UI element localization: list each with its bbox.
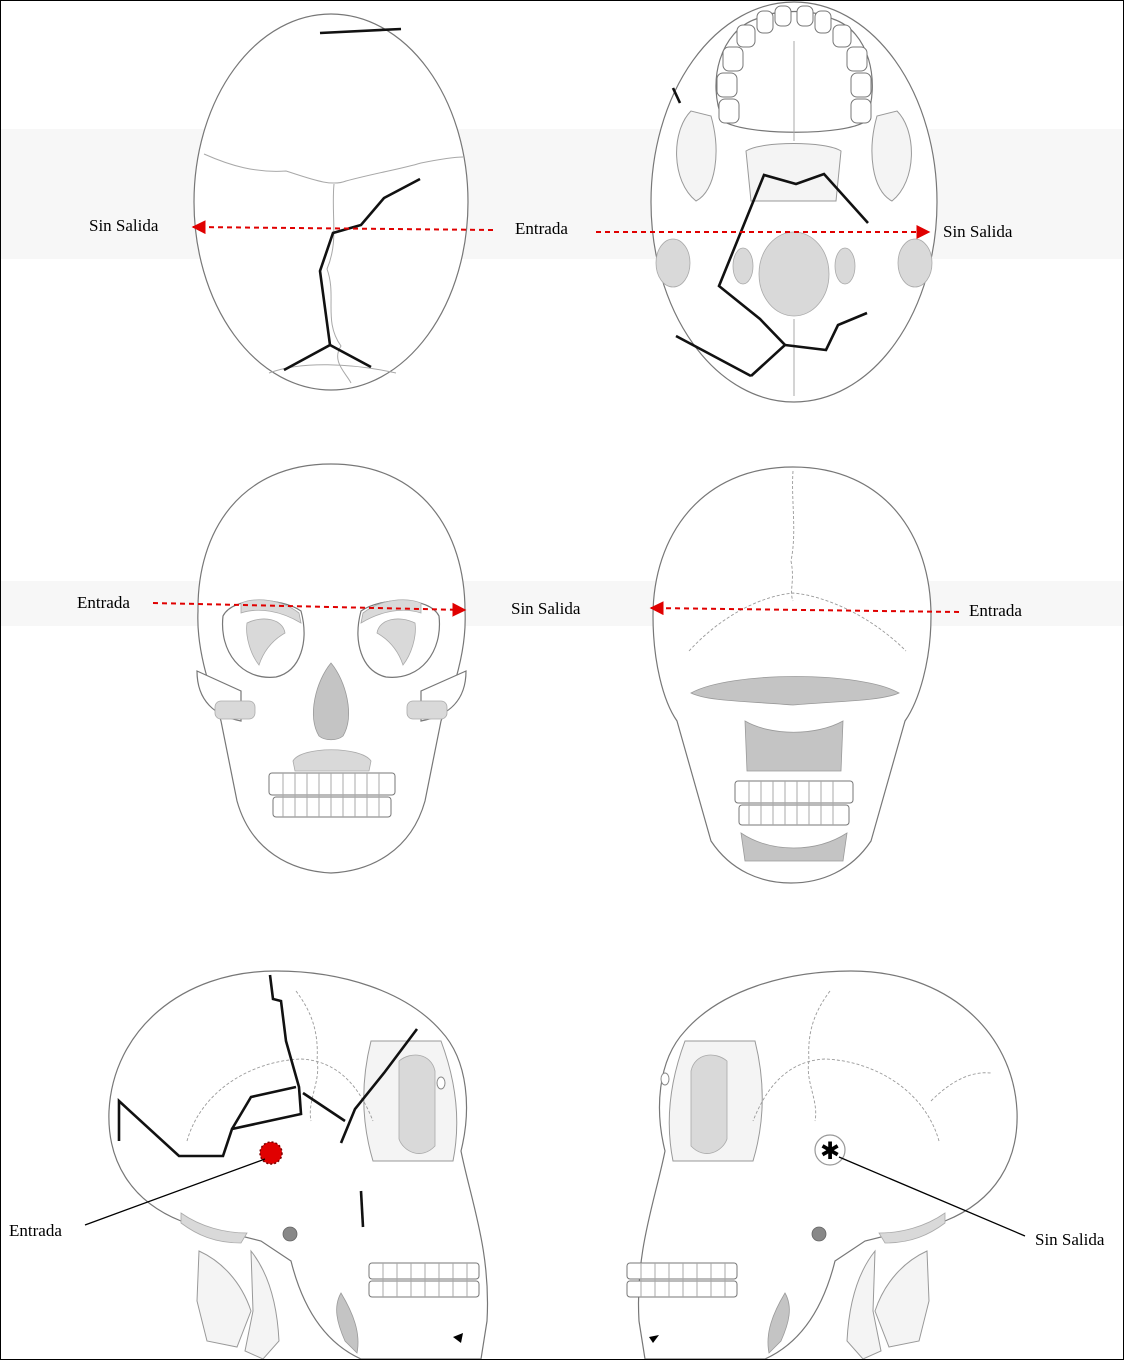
label-bottom-left-entry: Entrada (9, 1222, 62, 1239)
right-lateral-view (627, 971, 1017, 1359)
left-lateral-view (109, 971, 488, 1359)
posterior-teeth (735, 781, 853, 825)
anterior-teeth (269, 773, 395, 817)
posterior-view (653, 467, 931, 883)
anterior-view (197, 464, 466, 873)
exit-wound-marker: ✱ (815, 1135, 845, 1165)
label-bottom-right-exit: Sin Salida (1035, 1231, 1104, 1248)
inferior-view (651, 2, 937, 402)
label-mid-exit: Sin Salida (511, 600, 580, 617)
superior-view (194, 14, 468, 390)
label-mid-left-entry: Entrada (77, 594, 130, 611)
label-top-right-exit: Sin Salida (943, 223, 1012, 240)
asterisk-icon: ✱ (820, 1137, 840, 1165)
label-top-left-exit: Sin Salida (89, 217, 158, 234)
label-top-entry: Entrada (515, 220, 568, 237)
entry-wound-marker (260, 1142, 282, 1164)
label-mid-right-entry: Entrada (969, 602, 1022, 619)
